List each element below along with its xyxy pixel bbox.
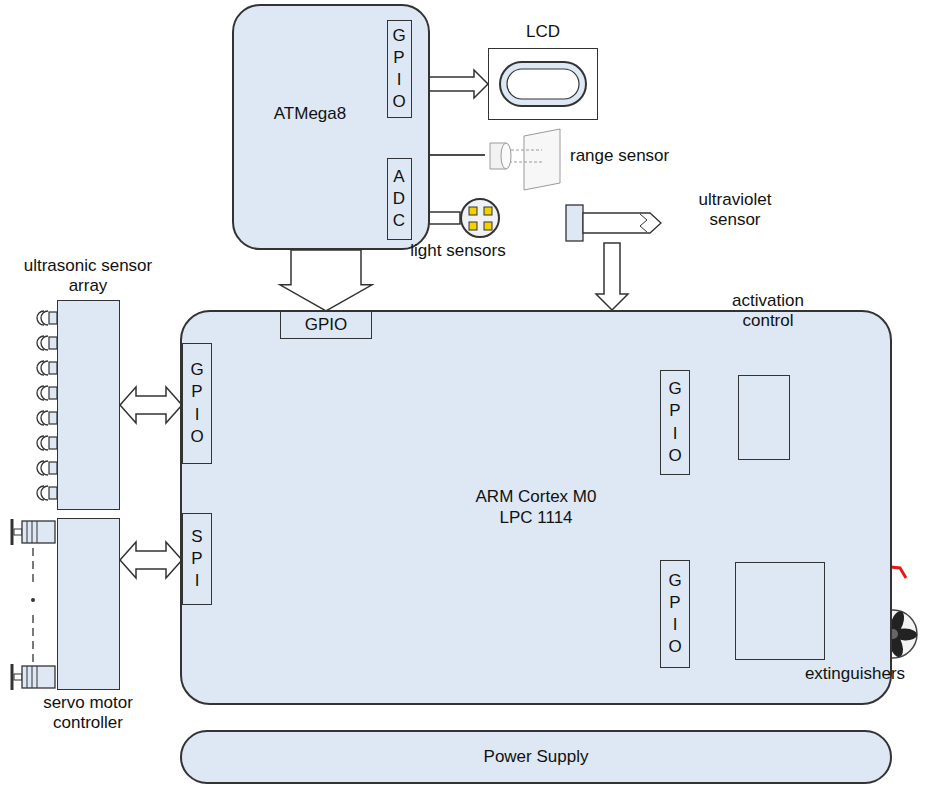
block-arrow: [120, 542, 182, 578]
node-label: G P I O: [391, 25, 408, 113]
port-box: G P I O: [387, 20, 412, 118]
node-label: range sensor: [570, 146, 700, 166]
range-sensor-icon: [490, 129, 560, 190]
port-box: G P I O: [660, 560, 690, 668]
lcd-display-icon: [489, 49, 597, 119]
node-label: Power Supply: [484, 747, 589, 767]
sensor-icon: range sensor: [485, 128, 565, 190]
node-label: ATMega8: [255, 104, 365, 124]
block-arrow: [280, 250, 372, 311]
servo-motors: [12, 519, 55, 690]
ultrasonic-transducers: [37, 311, 57, 500]
node-label: G P I O: [189, 359, 206, 447]
sensor-icon: ultraviolet sensor: [565, 203, 662, 243]
node-label: LCD: [488, 22, 598, 42]
ultraviolet-sensor-icon: [566, 205, 661, 241]
port-box: GPIO: [280, 311, 372, 339]
port-box: S P I: [182, 513, 212, 605]
node-label: ARM Cortex M0 LPC 1114: [471, 487, 601, 528]
node-label: A D C: [391, 166, 408, 232]
node-label: G P I O: [667, 378, 684, 466]
display-box: LCD: [488, 48, 598, 120]
node-label: servo motor controller: [38, 693, 138, 734]
node-label: extinguishers: [790, 664, 920, 684]
sensor-icon: light sensors: [460, 198, 500, 238]
node-label: G P I O: [667, 570, 684, 658]
sensor-array-box: ultrasonic sensor array: [57, 300, 120, 510]
control-box: activation control: [738, 375, 790, 460]
block-arrow: [596, 243, 628, 310]
processor-box: GPIO G P I O S P I G P I O G P I O ARM Cortex…: [180, 310, 892, 705]
controller-box: servo motor controller: [57, 518, 120, 690]
microcontroller-box: G P I O A D C ATMega8: [232, 4, 430, 250]
node-label: ultraviolet sensor: [693, 190, 777, 231]
port-box: G P I O: [182, 343, 212, 464]
node-label: light sensors: [403, 241, 513, 261]
power-supply-band: Power Supply: [180, 730, 892, 784]
node-label: ultrasonic sensor array: [18, 256, 158, 297]
driver-box: extinguishers: [735, 562, 825, 660]
node-label: activation control: [728, 291, 808, 332]
port-box: G P I O: [660, 370, 690, 475]
node-label: GPIO: [305, 315, 348, 335]
light-sensor-icon: [461, 199, 499, 237]
node-label: S P I: [189, 526, 206, 592]
block-arrow: [120, 387, 182, 423]
port-box: A D C: [387, 158, 412, 240]
